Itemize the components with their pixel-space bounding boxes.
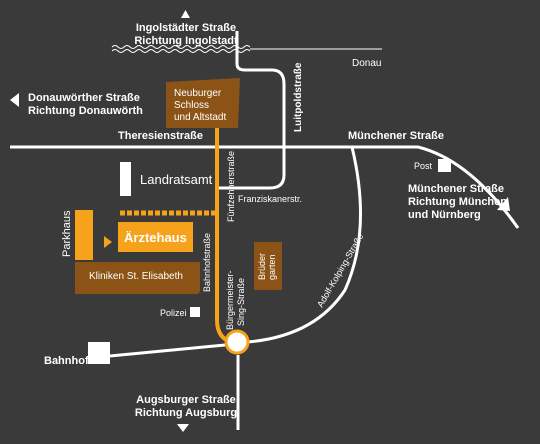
bruedergarten-label-line2: garten xyxy=(267,254,277,280)
buergermeister-label-line2: Sing-Straße xyxy=(236,278,246,326)
parkhaus-arrow-icon xyxy=(104,236,112,248)
north-arrow-icon xyxy=(181,10,190,18)
parkhaus-building xyxy=(75,210,93,260)
west-arrow-icon xyxy=(10,93,19,107)
aerztehaus-label: Ärztehaus xyxy=(124,230,187,245)
south-label-line2: Richtung Augsburg xyxy=(135,407,237,419)
polizei-label: Polizei xyxy=(160,308,187,318)
post-label: Post xyxy=(414,161,433,171)
theresienstrasse-label: Theresienstraße xyxy=(118,130,203,142)
bahnhofstrasse-label: Bahnhofstraße xyxy=(202,233,212,292)
bruedergarten-building xyxy=(254,242,282,290)
west-label-line1: Donauwörther Straße xyxy=(28,92,140,104)
fuenfzehnerstrasse-label: Fünfzehnerstraße xyxy=(226,151,236,222)
river-line-top xyxy=(111,45,251,49)
bahnhof-building xyxy=(88,342,110,364)
south-label-line1: Augsburger Straße xyxy=(136,394,236,406)
bruedergarten-label-line1: Brüder xyxy=(257,253,267,280)
north-label-line1: Ingolstädter Straße xyxy=(136,22,236,34)
parkhaus-label: Parkhaus xyxy=(61,210,73,257)
east-label-line3: und Nürnberg xyxy=(408,209,481,221)
schloss-label-line1: Neuburger xyxy=(174,88,222,99)
kliniken-label: Kliniken St. Elisabeth xyxy=(89,271,183,282)
east-arrow-icon xyxy=(497,197,510,211)
polizei-building xyxy=(190,307,200,317)
schloss-label-line2: Schloss xyxy=(174,100,209,111)
river-label: Donau xyxy=(352,58,381,69)
north-label-line2: Richtung Ingolstadt xyxy=(134,35,238,47)
south-arrow-icon xyxy=(177,424,189,432)
west-label-line2: Richtung Donauwörth xyxy=(28,105,143,117)
landratsamt-building xyxy=(120,162,131,196)
luitpoldstrasse-label: Luitpoldstraße xyxy=(293,62,304,132)
schloss-building xyxy=(166,78,240,128)
landratsamt-label: Landratsamt xyxy=(140,172,213,187)
muenchener-strasse-road xyxy=(352,145,520,229)
east-label-line2: Richtung München xyxy=(408,196,507,208)
bahnhof-label: Bahnhof xyxy=(44,355,89,367)
schloss-label-line3: und Altstadt xyxy=(174,112,226,123)
buergermeister-label-line1: Bürgermeister- xyxy=(225,270,235,330)
franziskanerstrasse-label: Franziskanerstr. xyxy=(238,194,302,204)
post-building xyxy=(438,159,451,172)
franziskanerstrasse-road xyxy=(215,150,286,190)
muenchener-strasse-label: Münchener Straße xyxy=(348,130,444,142)
kliniken-building xyxy=(75,262,200,294)
river-line-bottom xyxy=(111,49,251,53)
bahnhof-road xyxy=(109,343,226,358)
aerztehaus-building xyxy=(118,222,193,252)
roundabout xyxy=(224,329,250,355)
luitpoldstrasse-road xyxy=(235,31,286,150)
east-label-line1: Münchener Straße xyxy=(408,183,504,195)
adolf-kolping-road xyxy=(247,146,362,344)
